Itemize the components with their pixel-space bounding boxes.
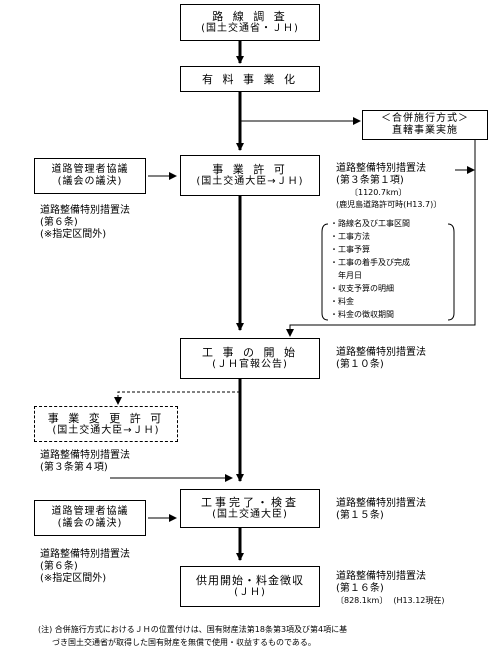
joint-method-return-line [286,138,476,337]
law-complete-line2: (第１５条) [336,510,384,521]
law-service-line1: 道路整備特別措置法 [336,571,426,582]
survey-title: 路 線 調 査 [212,10,288,23]
permit-item: ・収支予算の明細 [330,284,394,293]
law-start-line1: 道路整備特別措置法 [336,347,426,358]
permit-item: 年月日 [330,271,362,280]
permit-items-bracket-right [447,223,455,321]
service-sub: (ＪＨ) [234,587,266,598]
permit-items-bracket-left [321,223,329,321]
survey-box: 路 線 調 査 (国土交通省・ＪＨ) [180,4,320,41]
law-left-1-line2: (第６条) [40,217,78,228]
toll-business-box: 有 料 事 業 化 [180,66,320,92]
footnote-line2: づき国土交通省が取得した国有財産を無償で使用・収益するものである。 [52,638,316,647]
permission-sub: (国土交通大臣→ＪＨ) [196,176,304,187]
consult1-line1: 道路管理者協議 [51,164,129,175]
footnote: (注) 合併施行方式におけるＪＨの位置付けは、国有財産法第18条第3項及び第4項… [38,623,494,649]
law-change-line2: (第３条第４項) [40,462,108,473]
law-permission-line2: (第３条第１項) [336,175,404,186]
consult1-line2: (議会の議決) [57,176,123,187]
change-sub: (国土交通大臣→ＪＨ) [52,424,160,436]
law-service: 道路整備特別措置法 (第１６条) 〔828.1km〕 (H13.12現在) [336,571,445,607]
law-left-2: 道路整備特別措置法 (第６条) (※指定区間外) [40,549,130,585]
law-left-2-line3: (※指定区間外) [40,573,107,584]
consult-box-1: 道路管理者協議 (議会の議決) [34,158,146,194]
start-box: 工 事 の 開 始 (ＪＨ官報公告) [180,338,320,379]
joint-method-line1: ＜合併施行方式＞ [381,113,469,124]
consult2-line2: (議会の議決) [57,518,123,529]
permission-title: 事 業 許 可 [212,163,288,176]
service-title: 供用開始・料金徴収 [196,574,304,587]
law-left-2-line2: (第６条) [40,561,78,572]
consult-box-2: 道路管理者協議 (議会の議決) [34,500,146,536]
law-complete-line1: 道路整備特別措置法 [336,498,426,509]
law-permission-line1: 道路整備特別措置法 [336,163,426,174]
law-start-line2: (第１０条) [336,359,384,370]
permit-items-list: ・路線名及び工事区間 ・工事方法 ・工事予算 ・工事の着手及び完成 年月日 ・収… [330,217,410,321]
law-left-2-line1: 道路整備特別措置法 [40,549,130,560]
law-permission-date: (鹿児島道路許可時(H13.7)〕 [336,200,442,209]
joint-method-box: ＜合併施行方式＞ 直轄事業実施 [362,110,488,140]
law-change-line1: 道路整備特別措置法 [40,450,130,461]
survey-sub: (国土交通省・ＪＨ) [201,23,299,34]
permit-item: ・工事予算 [330,245,370,254]
law-service-date: (H13.12現在) [393,596,445,605]
service-box: 供用開始・料金徴収 (ＪＨ) [180,566,320,607]
toll-business-title: 有 料 事 業 化 [202,72,298,86]
start-sub: (ＪＨ官報公告) [212,359,288,370]
consult2-line1: 道路管理者協議 [51,506,129,517]
law-permission: 道路整備特別措置法 (第３条第１項) 〔1120.7km〕 (鹿児島道路許可時(… [336,163,441,211]
law-left-1-line3: (※指定区間外) [40,229,107,240]
change-title: 事 業 変 更 許 可 [47,411,165,425]
permit-item: ・工事方法 [330,232,370,241]
law-complete: 道路整備特別措置法 (第１５条) [336,498,426,522]
law-service-line2: (第１６条) [336,583,384,594]
complete-box: 工事完了・検査 (国土交通大臣) [180,489,320,528]
permit-item: ・料金の徴収期間 [330,310,394,319]
permit-item: ・路線名及び工事区間 [330,219,410,228]
law-left-1-line1: 道路整備特別措置法 [40,205,130,216]
footnote-line1: (注) 合併施行方式におけるＪＨの位置付けは、国有財産法第18条第3項及び第4項… [38,625,348,634]
complete-sub: (国土交通大臣) [212,509,288,520]
permit-item: ・料金 [330,297,354,306]
complete-title: 工事完了・検査 [201,496,299,509]
law-left-1: 道路整備特別措置法 (第６条) (※指定区間外) [40,205,130,241]
law-start: 道路整備特別措置法 (第１０条) [336,347,426,371]
joint-method-line2: 直轄事業実施 [392,125,458,136]
dashed-arrow-to-change [114,391,240,405]
permission-box: 事 業 許 可 (国土交通大臣→ＪＨ) [180,155,320,196]
change-box: 事 業 変 更 許 可 (国土交通大臣→ＪＨ) [34,406,178,442]
permit-item: ・工事の着手及び完成 [330,258,410,267]
start-title: 工 事 の 開 始 [202,346,298,359]
law-service-length: 〔828.1km〕 [336,596,388,605]
law-permission-length: 〔1120.7km〕 [350,188,407,197]
law-change: 道路整備特別措置法 (第３条第４項) [40,450,130,474]
